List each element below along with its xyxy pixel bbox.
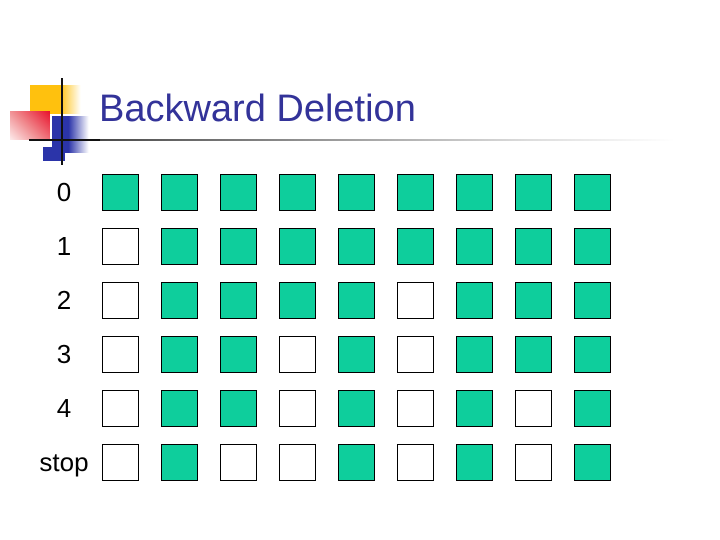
row-label: 2 — [56, 285, 72, 315]
row-label: stop — [39, 447, 89, 477]
grid-cell-empty — [515, 389, 552, 427]
grid-cell-filled — [397, 227, 434, 265]
grid-cell-filled — [161, 389, 198, 427]
row-label: 0 — [56, 177, 72, 207]
grid-cell-filled — [574, 173, 611, 211]
grid-cell-filled — [397, 173, 434, 211]
grid-cell-empty — [279, 389, 316, 427]
grid-cell-filled — [456, 281, 493, 319]
grid-cell-empty — [515, 443, 552, 481]
grid-cell-filled — [161, 281, 198, 319]
grid-cell-filled — [161, 335, 198, 373]
grid-cell-filled — [456, 443, 493, 481]
grid-cell-filled — [456, 389, 493, 427]
crosshair-vertical-line — [61, 78, 63, 165]
grid-cell-empty — [397, 443, 434, 481]
grid-cell-filled — [338, 335, 375, 373]
grid-cell-empty — [279, 335, 316, 373]
grid-cell-empty — [397, 335, 434, 373]
row-label: 3 — [56, 339, 72, 369]
grid-cell-filled — [338, 443, 375, 481]
grid-cell-filled — [338, 173, 375, 211]
row-cells — [102, 443, 611, 481]
grid-row: 3 — [30, 335, 611, 373]
grid-cell-filled — [279, 281, 316, 319]
deletion-grid: 0 1 2 3 4 stop — [30, 173, 611, 497]
accent-yellow-square — [30, 85, 81, 114]
accent-blue-square — [52, 116, 89, 153]
grid-cell-filled — [220, 173, 257, 211]
page-title: Backward Deletion — [99, 88, 416, 130]
grid-cell-filled — [220, 281, 257, 319]
row-label: 1 — [56, 231, 72, 261]
accent-blue-small-square — [43, 147, 65, 161]
grid-cell-empty — [102, 281, 139, 319]
grid-cell-empty — [102, 443, 139, 481]
grid-row: 2 — [30, 281, 611, 319]
grid-row: 0 — [30, 173, 611, 211]
grid-cell-empty — [102, 335, 139, 373]
grid-cell-filled — [279, 227, 316, 265]
grid-cell-filled — [102, 173, 139, 211]
grid-cell-filled — [574, 389, 611, 427]
grid-cell-empty — [397, 281, 434, 319]
row-cells — [102, 281, 611, 319]
grid-cell-filled — [338, 281, 375, 319]
crosshair-horizontal-line — [29, 139, 100, 141]
grid-cell-filled — [161, 173, 198, 211]
grid-cell-filled — [515, 335, 552, 373]
grid-cell-empty — [102, 227, 139, 265]
grid-cell-filled — [574, 443, 611, 481]
grid-cell-filled — [161, 227, 198, 265]
grid-cell-filled — [220, 227, 257, 265]
row-cells — [102, 227, 611, 265]
accent-red-square — [10, 111, 50, 140]
grid-cell-filled — [220, 389, 257, 427]
grid-cell-filled — [456, 173, 493, 211]
grid-cell-filled — [574, 281, 611, 319]
grid-row: stop — [30, 443, 611, 481]
grid-cell-empty — [220, 443, 257, 481]
grid-cell-filled — [515, 281, 552, 319]
grid-cell-filled — [574, 227, 611, 265]
row-cells — [102, 173, 611, 211]
title-underline-rule — [100, 139, 675, 141]
row-label: 4 — [56, 393, 72, 423]
grid-cell-filled — [574, 335, 611, 373]
grid-row: 1 — [30, 227, 611, 265]
grid-cell-filled — [515, 227, 552, 265]
grid-cell-filled — [338, 227, 375, 265]
grid-cell-filled — [515, 173, 552, 211]
grid-cell-filled — [279, 173, 316, 211]
row-cells — [102, 389, 611, 427]
grid-cell-filled — [161, 443, 198, 481]
grid-cell-filled — [456, 227, 493, 265]
grid-cell-filled — [220, 335, 257, 373]
grid-cell-filled — [338, 389, 375, 427]
grid-cell-filled — [456, 335, 493, 373]
grid-cell-empty — [279, 443, 316, 481]
grid-cell-empty — [102, 389, 139, 427]
grid-cell-empty — [397, 389, 434, 427]
row-cells — [102, 335, 611, 373]
grid-row: 4 — [30, 389, 611, 427]
